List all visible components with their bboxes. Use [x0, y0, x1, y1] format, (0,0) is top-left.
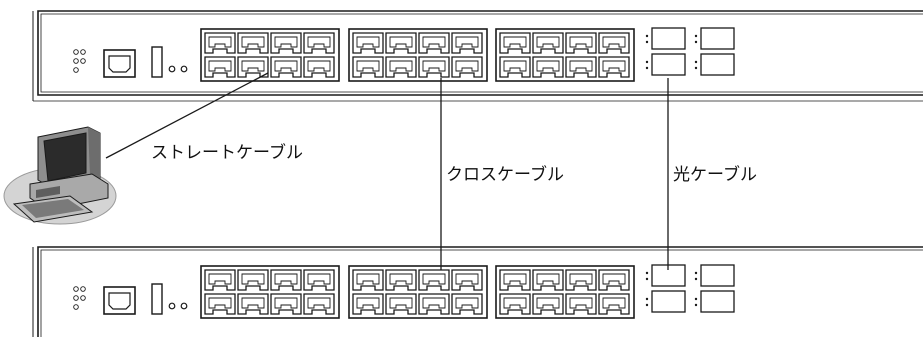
computer-icon	[3, 126, 117, 225]
straight-cable-label: ストレートケーブル	[151, 142, 303, 163]
lower-switch-front-panel	[74, 265, 734, 318]
upper-switch	[32, 10, 923, 102]
optical-cable-label: 光ケーブル	[673, 164, 757, 185]
cross-cable-label: クロスケーブル	[446, 164, 564, 185]
lower-switch	[32, 246, 923, 337]
straight-cable-line	[105, 72, 269, 159]
upper-switch-front-panel	[74, 28, 734, 81]
